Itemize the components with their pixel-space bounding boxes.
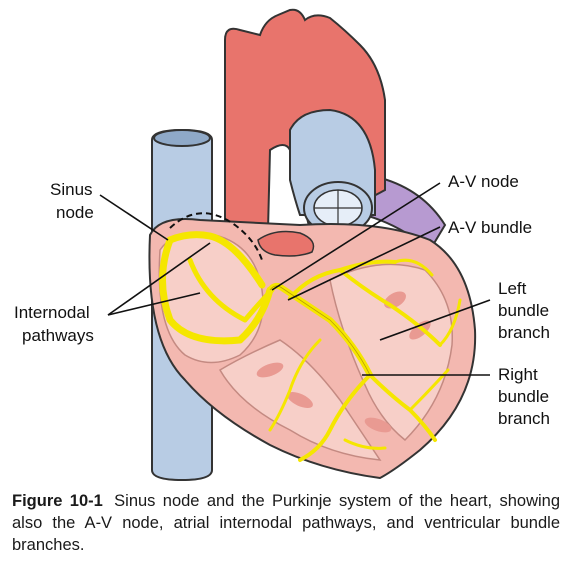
pulmonary-trunk — [289, 108, 376, 235]
label-right-branch-line1: Right — [498, 365, 538, 384]
figure-label: Figure 10-1 — [12, 492, 103, 510]
left-atrium — [257, 230, 315, 257]
label-left-bundle-branch: Left bundle branch — [498, 279, 550, 342]
label-av-bundle-line1: A-V bundle — [448, 218, 532, 237]
label-internodal-pathways: Internodal pathways — [14, 303, 94, 345]
label-av-bundle: A-V bundle — [448, 218, 532, 237]
leader-lines — [99, 182, 491, 376]
caption-text: Sinus node and the Purkinje system of th… — [12, 492, 561, 554]
label-right-branch-line2: bundle — [498, 387, 549, 406]
dashed-pathway — [169, 212, 263, 261]
figure-caption: Figure 10-1 Sinus node and the Purkinje … — [12, 490, 560, 556]
label-av-node: A-V node — [448, 172, 519, 191]
heart-diagram: Sinus node Internodal pathways A-V node … — [14, 8, 550, 482]
label-right-branch-line3: branch — [498, 409, 550, 428]
label-internodal-line1: Internodal — [14, 303, 90, 322]
conduction-outline — [269, 285, 371, 376]
label-left-branch-line2: bundle — [498, 301, 549, 320]
label-sinus-node-line1: Sinus — [50, 180, 93, 199]
label-internodal-line2: pathways — [22, 326, 94, 345]
label-sinus-node-line2: node — [56, 203, 94, 222]
label-av-node-line1: A-V node — [448, 172, 519, 191]
label-sinus-node: Sinus node — [50, 180, 94, 222]
label-left-branch-line3: branch — [498, 323, 550, 342]
label-left-branch-line1: Left — [498, 279, 527, 298]
label-right-bundle-branch: Right bundle branch — [498, 365, 550, 428]
